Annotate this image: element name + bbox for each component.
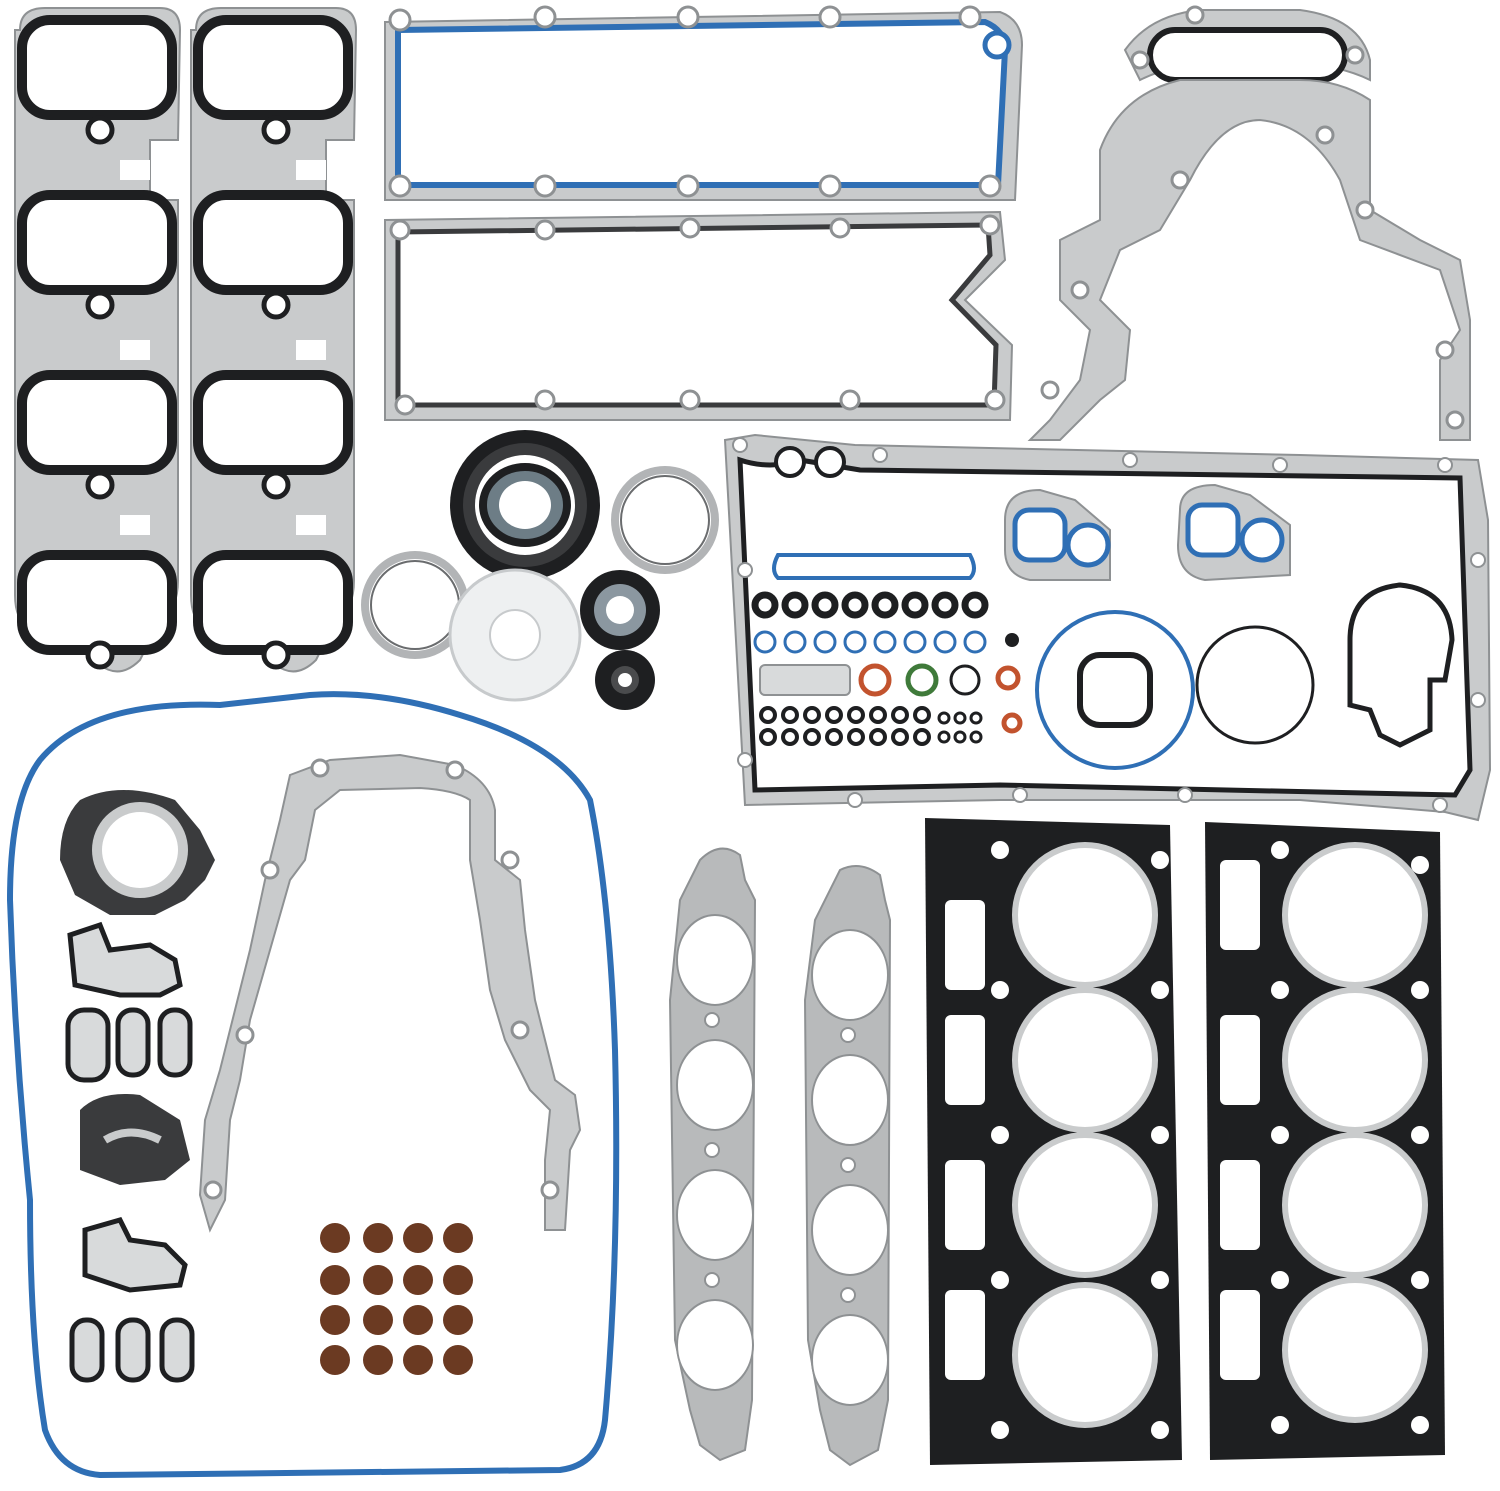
cylinder-head-gasket-left [925, 818, 1182, 1465]
crankshaft-front-seal [580, 570, 660, 650]
oil-pan-gasket [723, 433, 1492, 822]
intake-manifold-gasket-right [190, 7, 358, 673]
water-pump-gasket [60, 790, 215, 915]
rear-main-seal-housing-gasket [1027, 5, 1471, 441]
intake-manifold-gasket-left [14, 7, 182, 673]
small-gasket-set [65, 921, 195, 1383]
crankshaft-rear-seal [450, 430, 600, 580]
blue-strip-seal [772, 553, 976, 580]
valve-cover-gasket-bottom [384, 210, 1014, 421]
valve-stem-seals [320, 1223, 473, 1375]
large-black-o-ring [1195, 625, 1315, 745]
oil-pump-gasket [1347, 582, 1455, 748]
water-outlet-gasket-right [1176, 483, 1291, 582]
valve-cover-gasket-top [384, 5, 1024, 201]
white-seal-washer [448, 568, 582, 702]
steel-ring-right [611, 466, 719, 574]
timing-cover-seal [6, 691, 620, 1479]
small-o-rings-grid [751, 591, 1023, 746]
small-shaft-seal [595, 650, 655, 710]
large-blue-o-ring [1035, 610, 1195, 770]
water-outlet-gasket-left [1004, 488, 1111, 581]
cylinder-head-gasket-right [1205, 822, 1445, 1460]
exhaust-manifold-gasket-left [668, 847, 757, 1462]
exhaust-manifold-gasket-right [803, 865, 892, 1467]
front-cover-gasket [198, 753, 582, 1233]
